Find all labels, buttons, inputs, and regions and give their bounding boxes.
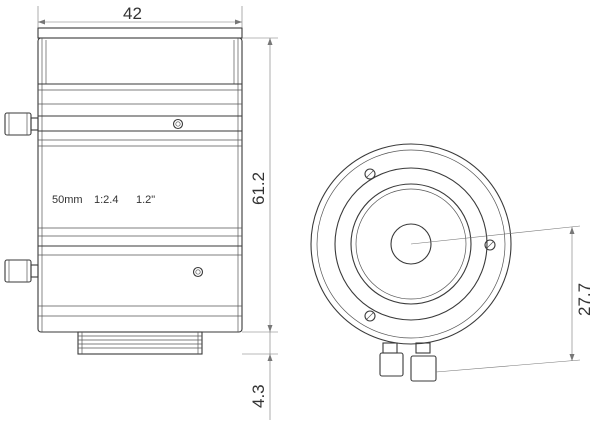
end-screw-top-icon [364, 168, 376, 180]
dimension-circle-offset: 27.7 [410, 225, 594, 373]
c-mount-thread [77, 331, 203, 355]
width-value: 42 [123, 4, 142, 23]
mount-ring-circle [334, 167, 488, 321]
dimension-height: 61.2 [242, 37, 278, 333]
aperture-label: 1:2.4 [94, 194, 118, 206]
rear-element-circle [390, 223, 432, 265]
mount-depth-value: 4.3 [249, 384, 268, 408]
lens-front-cap [37, 27, 243, 39]
outer-barrel-circle [310, 143, 512, 345]
end-knob-right-icon [410, 342, 437, 382]
end-screw-bottom-icon [364, 310, 376, 322]
height-value: 61.2 [249, 172, 268, 205]
focal-length-label: 50mm [52, 194, 83, 206]
end-knob-left-icon [379, 342, 404, 377]
end-screw-right-icon [484, 239, 496, 251]
upper-set-screw-icon [172, 118, 184, 130]
end-view [310, 143, 512, 382]
circle-offset-value: 27.7 [575, 283, 594, 316]
lens-barrel [37, 37, 243, 333]
dimension-width: 42 [37, 4, 243, 28]
upper-locking-knob-icon [4, 112, 39, 136]
dimension-mount-depth: 4.3 [242, 332, 278, 420]
lower-locking-knob-icon [4, 259, 39, 283]
format-label: 1.2" [136, 194, 155, 206]
lower-set-screw-icon [192, 266, 204, 278]
side-view: 50mm 1:2.4 1.2" [4, 27, 243, 355]
